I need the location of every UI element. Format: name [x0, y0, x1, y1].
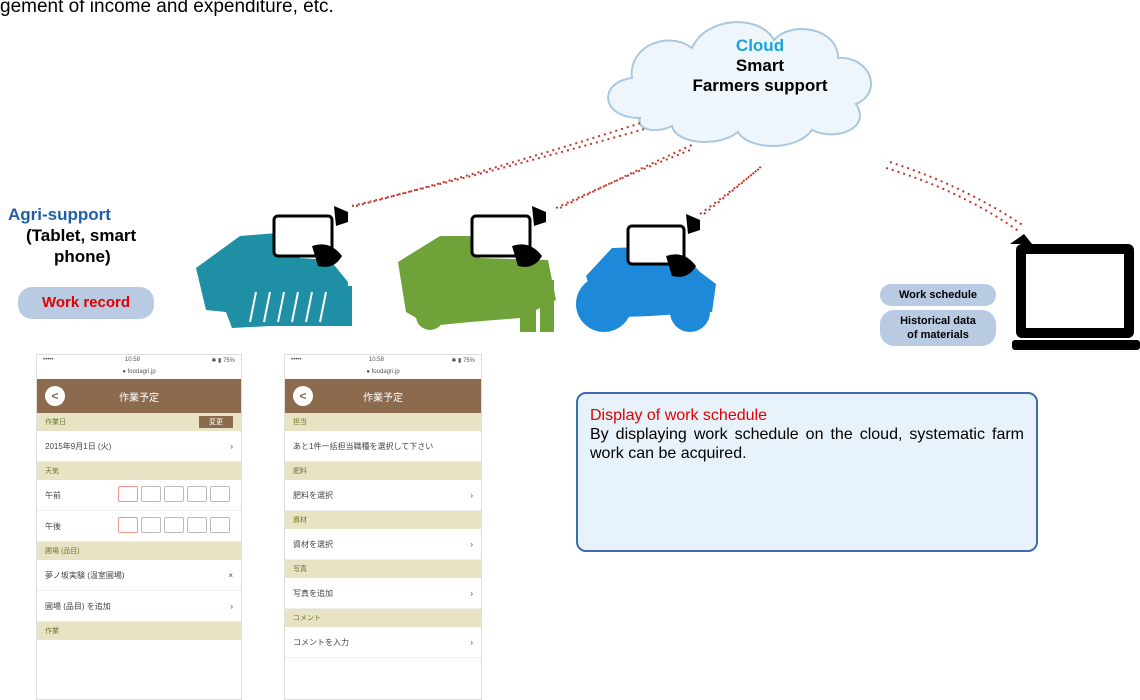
hand-icon	[312, 206, 700, 277]
wave-lines	[351, 121, 1025, 233]
cloud-label: Cloud Smart Farmers support	[640, 36, 880, 96]
fertilizer-row[interactable]: 肥料を選択›	[285, 480, 481, 511]
edit-button[interactable]: 変更	[199, 416, 233, 428]
chevron-right-icon: ›	[470, 539, 473, 549]
close-icon[interactable]: ×	[228, 570, 233, 580]
chevron-right-icon: ›	[470, 490, 473, 500]
section-field: 圃場 (品目)	[37, 542, 241, 560]
section-fertilizer: 肥料	[285, 462, 481, 480]
cloud-icon	[607, 21, 873, 147]
callout-body: By displaying work schedule on the cloud…	[590, 426, 1024, 462]
section-work: 作業	[37, 622, 241, 640]
callout-title: Display of work schedule	[590, 407, 767, 424]
back-button[interactable]: <	[45, 386, 65, 406]
comment-row[interactable]: コメントを入力›	[285, 627, 481, 658]
historical-data-badge: Historical data of materials	[880, 310, 996, 346]
laptop-icon	[1010, 234, 1140, 350]
phone-screen-left: ••••• 10:58 ✱ ▮ 75% ● foodagri.jp < 作業予定…	[36, 354, 242, 700]
cloud-title: Cloud	[735, 36, 785, 55]
photo-row[interactable]: 写真を追加›	[285, 578, 481, 609]
agri-support-label: Agri-support (Tablet, smart phone)	[8, 204, 136, 267]
work-record-badge: Work record	[18, 287, 154, 319]
add-field-row[interactable]: 圃場 (品目) を追加›	[37, 591, 241, 622]
phone-screen-right: ••••• 10:58 ✱ ▮ 75% ● foodagri.jp < 作業予定…	[284, 354, 482, 700]
date-row[interactable]: 2015年9月1日 (火)›	[37, 431, 241, 462]
agri-support-title: Agri-support	[8, 205, 111, 224]
combine-harvester-icon	[196, 232, 352, 328]
field-row[interactable]: 夢ノ坂実験 (温室圃場)×	[37, 560, 241, 591]
materials-row[interactable]: 資材を選択›	[285, 529, 481, 560]
app-header: < 作業予定	[285, 379, 481, 413]
section-weather: 天気	[37, 462, 241, 480]
weather-am-row: 午前	[37, 480, 241, 511]
app-header: < 作業予定	[37, 379, 241, 413]
section-work-date: 作業日 変更	[37, 413, 241, 431]
section-comment: コメント	[285, 609, 481, 627]
work-schedule-badge: Work schedule	[880, 284, 996, 306]
cloud-subtitle-1: Smart	[735, 56, 785, 75]
section-materials: 資材	[285, 511, 481, 529]
work-schedule-callout: Display of work schedule By displaying w…	[576, 392, 1038, 552]
chevron-right-icon: ›	[230, 601, 233, 611]
chevron-right-icon: ›	[470, 637, 473, 647]
agri-support-line2: (Tablet, smart	[26, 226, 137, 245]
rice-planter-icon	[398, 236, 556, 332]
section-assignee: 担当	[285, 413, 481, 431]
chevron-right-icon: ›	[230, 441, 233, 451]
cloud-subtitle-2: Farmers support	[692, 76, 828, 95]
chevron-right-icon: ›	[470, 588, 473, 598]
agri-support-line3: phone)	[54, 247, 111, 266]
intro-text: gement of income and expenditure, etc.	[0, 0, 334, 17]
section-photo: 写真	[285, 560, 481, 578]
assignee-row[interactable]: あと1件一括担当職種を選択して下さい	[285, 431, 481, 462]
back-button[interactable]: <	[293, 386, 313, 406]
weather-pm-row: 午後	[37, 511, 241, 542]
